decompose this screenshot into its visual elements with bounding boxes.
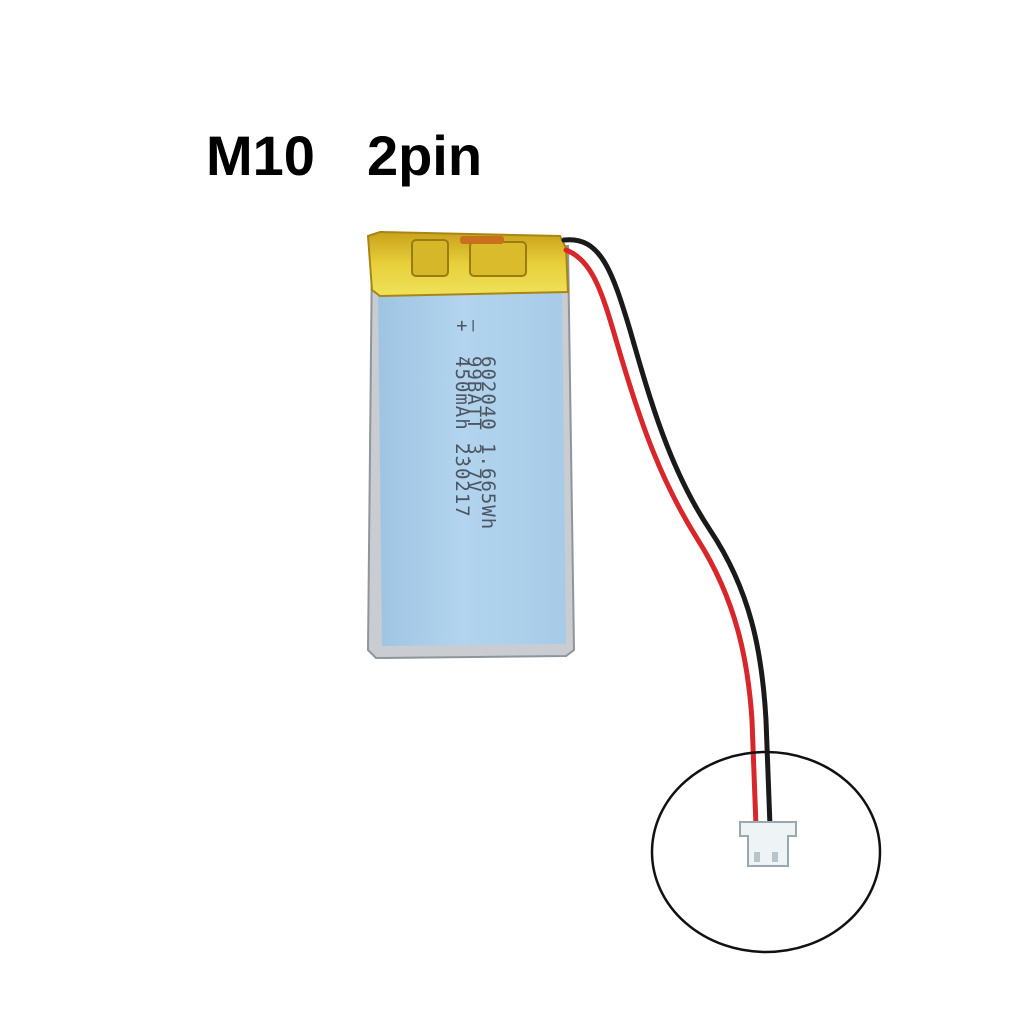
- label-line-3: 450mAh 230217: [451, 356, 473, 518]
- polarity-plus: +: [451, 320, 473, 332]
- pin-left: [754, 852, 760, 862]
- model-label: M10: [206, 124, 315, 187]
- polarity-minus: —: [463, 320, 485, 332]
- printed-label: — 99BATT 3.7V 602040 1.665Wh: [463, 320, 499, 530]
- red-wire: [563, 247, 759, 829]
- solder-point: [460, 236, 504, 244]
- label-line-2: 602040 1.665Wh: [477, 356, 499, 530]
- printed-label-lower: + 450mAh 230217: [451, 320, 473, 518]
- black-wire: [561, 237, 773, 829]
- battery-cell: — 99BATT 3.7V 602040 1.665Wh + 450mAh 23…: [366, 230, 576, 660]
- cell-body: [378, 290, 566, 646]
- connector-housing: [739, 821, 797, 867]
- tab-plate-left: [411, 239, 449, 277]
- label-line-1: 99BATT 3.7V: [463, 356, 485, 493]
- jst-2pin-connector: [739, 821, 797, 867]
- pin-right: [772, 852, 778, 862]
- pin-count-label: 2pin: [366, 124, 483, 187]
- highlight-circle: [650, 750, 882, 954]
- tab-plate-right: [469, 241, 527, 277]
- wire-pair: [561, 237, 773, 829]
